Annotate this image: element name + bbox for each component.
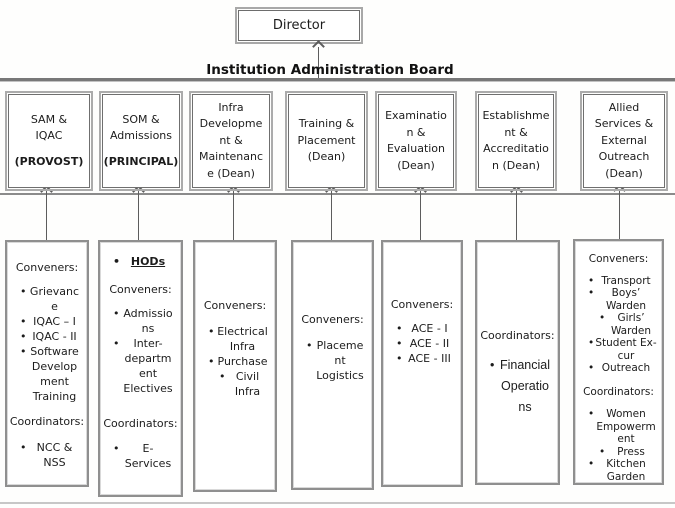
list-item: Press <box>575 446 662 459</box>
conveners-header: Conveners: <box>390 298 454 311</box>
middle-band-line <box>0 193 675 195</box>
list-item: ACE - II <box>383 336 461 351</box>
conveners-header: Conveners: <box>588 253 649 265</box>
dept-box-allied-services: Allied Services & External Outreach (Dea… <box>580 91 668 191</box>
list-item: ACE - I <box>383 321 461 336</box>
list-item: Placeme nt Logistics <box>293 338 372 383</box>
director-arrowhead-icon <box>312 40 325 53</box>
detail-box-infra: Conveners: Electrical Infra Purchase Civ… <box>193 240 277 492</box>
detail-box-establishment-accreditation: Coordinators: Financial Operatio ns <box>475 240 560 485</box>
dept-box-examination-evaluation: Examinatio n & Evaluation (Dean) <box>375 91 457 191</box>
dept-title: Allied Services & External Outreach (Dea… <box>594 100 654 180</box>
connector-line <box>331 190 332 240</box>
connector-line <box>619 189 620 239</box>
conveners-header: Conveners: <box>109 283 172 296</box>
list-item: Inter- departm ent Electives <box>100 336 181 396</box>
dept-box-establishment-accreditation: Establishme nt & Accreditatio n (Dean) <box>475 91 557 191</box>
list-item: Transport <box>575 275 662 288</box>
coordinators-header: Coordinators: <box>9 415 85 428</box>
coordinators-header: Coordinators: <box>103 417 178 430</box>
director-connector-line <box>318 47 319 80</box>
hods-item: HODs <box>100 254 181 269</box>
board-title: Institution Administration Board <box>206 62 454 78</box>
list-item: IQAC - II <box>7 329 87 344</box>
dept-title: Infra Developme nt & Maintenanc e (Dean) <box>198 100 264 180</box>
list-item: E- Services <box>100 441 181 471</box>
detail-box-examination-evaluation: Conveners: ACE - I ACE - II ACE - III <box>381 240 463 487</box>
list-item: Civil Infra <box>195 369 275 399</box>
list-item: Boys’ Warden <box>575 287 662 312</box>
connector-line <box>46 190 47 240</box>
list-item: Electrical Infra <box>195 324 275 354</box>
board-band-line <box>0 78 675 81</box>
dept-box-sam-iqac: SAM & IQAC (PROVOST) <box>5 91 93 191</box>
list-item: Kitchen Garden <box>575 458 662 483</box>
bottom-band-line <box>0 502 675 504</box>
list-item: ACE - III <box>383 351 461 366</box>
list-item: Admissio ns <box>100 306 181 336</box>
coordinators-header: Coordinators: <box>583 385 654 398</box>
list-item: Financial Operatio ns <box>477 355 558 418</box>
detail-box-som-admissions: HODs Conveners: Admissio ns Inter- depar… <box>98 240 183 497</box>
dept-title: SOM & Admissions <box>109 112 173 143</box>
detail-box-sam-iqac: Conveners: Grievanc e IQAC – I IQAC - II… <box>5 240 89 487</box>
director-box: Director <box>235 7 363 44</box>
conveners-header: Conveners: <box>301 313 364 326</box>
detail-box-training-placement: Conveners: Placeme nt Logistics <box>291 240 374 490</box>
list-item: Women Empowerm ent <box>575 408 662 446</box>
dept-box-training-placement: Training & Placement (Dean) <box>285 91 368 191</box>
conveners-header: Conveners: <box>203 299 267 312</box>
dept-box-infra: Infra Developme nt & Maintenanc e (Dean) <box>189 91 273 191</box>
list-item: IQAC – I <box>7 314 87 329</box>
connector-line <box>420 190 421 240</box>
connector-line <box>516 190 517 240</box>
list-item: Purchase <box>195 354 275 369</box>
list-item: Outreach <box>575 362 662 375</box>
dept-role: (PROVOST) <box>14 154 84 168</box>
dept-title: Establishme nt & Accreditatio n (Dean) <box>482 109 550 172</box>
dept-role: (PRINCIPAL) <box>103 154 179 168</box>
detail-box-allied-services: Conveners: Transport Boys’ Warden Girls’… <box>573 239 664 485</box>
connector-line <box>233 190 234 240</box>
list-item: Girls’ Warden <box>575 312 662 337</box>
connector-line <box>138 190 139 240</box>
conveners-header: Conveners: <box>15 261 79 274</box>
director-label: Director <box>272 18 326 33</box>
list-item: NCC & NSS <box>7 440 87 470</box>
coordinators-header: Coordinators: <box>480 329 555 342</box>
dept-title: SAM & IQAC <box>30 112 68 143</box>
dept-box-som-admissions: SOM & Admissions (PRINCIPAL) <box>99 91 183 191</box>
dept-title: Training & Placement (Dean) <box>297 117 356 164</box>
dept-title: Examinatio n & Evaluation (Dean) <box>385 109 447 172</box>
list-item: Grievanc e <box>7 284 87 314</box>
list-item: Software Develop ment Training <box>7 344 87 404</box>
list-item: Student Ex-cur <box>575 337 662 362</box>
